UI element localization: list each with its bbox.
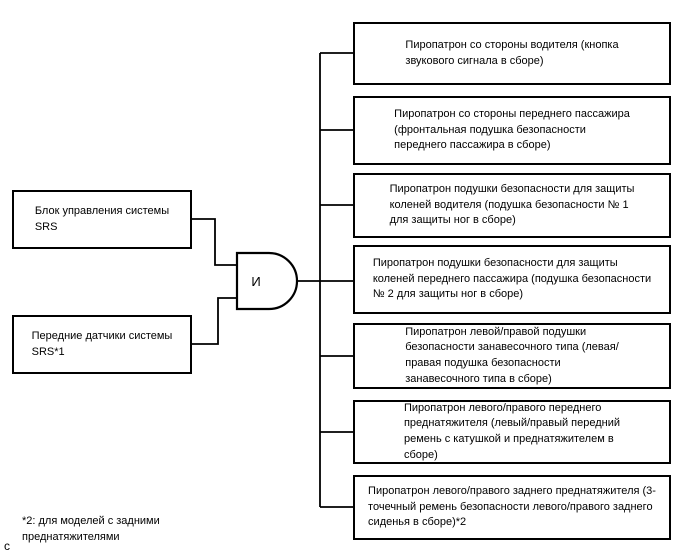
block-passenger-knee-airbag-squib-label: Пиропатрон подушки безопасности для защи… xyxy=(372,257,652,301)
block-srs-control-unit: Блок управления системы SRS xyxy=(12,190,192,249)
and-gate-shape xyxy=(235,251,299,311)
block-driver-squib-label: Пиропатрон со стороны водителя (кнопка з… xyxy=(405,38,619,67)
block-driver-knee-airbag-squib-label: Пиропатрон подушки безопасности для защи… xyxy=(389,183,635,227)
block-front-passenger-squib: Пиропатрон со стороны переднего пассажир… xyxy=(353,96,671,165)
wire-front-sensors-to-gate xyxy=(192,297,237,345)
wire-control-unit-to-gate xyxy=(192,218,237,266)
block-curtain-airbag-squib: Пиропатрон левой/правой подушки безопасн… xyxy=(353,323,671,389)
block-driver-squib: Пиропатрон со стороны водителя (кнопка з… xyxy=(353,22,671,85)
block-front-passenger-squib-label: Пиропатрон со стороны переднего пассажир… xyxy=(394,108,630,152)
block-front-srs-sensors: Передние датчики системы SRS*1 xyxy=(12,315,192,374)
block-driver-knee-airbag-squib: Пиропатрон подушки безопасности для защи… xyxy=(353,173,671,238)
block-front-pretensioner-squib: Пиропатрон левого/правого переднего пред… xyxy=(353,400,671,464)
and-gate-label: И xyxy=(251,274,260,289)
block-front-pretensioner-squib-label: Пиропатрон левого/правого переднего пред… xyxy=(403,401,621,461)
wire-bus-branches xyxy=(320,52,353,508)
block-passenger-knee-airbag-squib: Пиропатрон подушки безопасности для защи… xyxy=(353,245,671,314)
block-srs-control-unit-label: Блок управления системы SRS xyxy=(34,204,170,233)
footnote-rear-pretensioner-models: *2: для моделей с задними преднатяжителя… xyxy=(22,515,160,543)
block-rear-pretensioner-squib-label: Пиропатрон левого/правого заднего предна… xyxy=(368,485,656,529)
block-curtain-airbag-squib-label: Пиропатрон левой/правой подушки безопасн… xyxy=(405,325,619,385)
block-front-srs-sensors-label: Передние датчики системы SRS*1 xyxy=(31,329,173,358)
block-rear-pretensioner-squib: Пиропатрон левого/правого заднего предна… xyxy=(353,475,671,540)
corner-character: c xyxy=(4,539,10,553)
